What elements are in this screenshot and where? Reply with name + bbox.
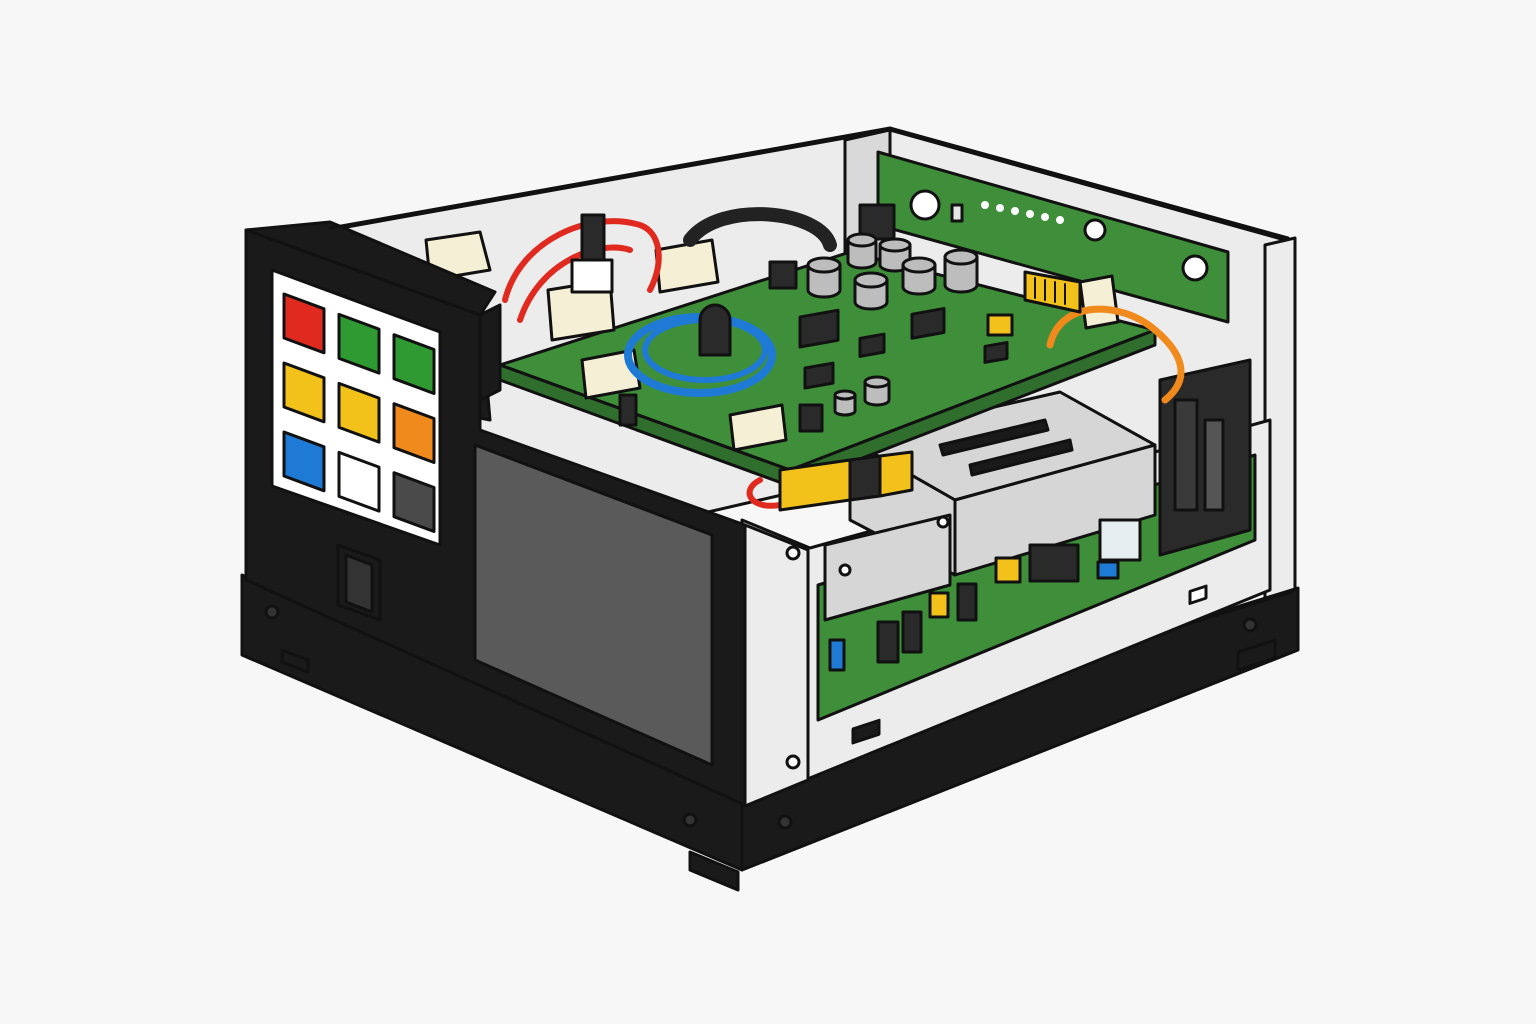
- fan-plug: [580, 213, 606, 267]
- io-port-round-3: [1181, 254, 1209, 282]
- jumper-yellow-2: [878, 450, 914, 498]
- jumper-block: [778, 450, 914, 512]
- yellow-part: [986, 313, 1014, 337]
- keypad: [282, 292, 436, 533]
- display-screen[interactable]: [473, 443, 714, 767]
- front-panel: [244, 220, 747, 807]
- cap-black-2: [901, 610, 923, 654]
- rj45-pins: [1034, 277, 1066, 305]
- power-switch-inner: [344, 553, 374, 614]
- keypad-key[interactable]: [282, 292, 326, 355]
- keypad-key[interactable]: [282, 430, 326, 493]
- cap-yellow-1: [928, 591, 950, 619]
- case-top-rim: [328, 126, 1290, 240]
- rear-stack: [1158, 358, 1252, 557]
- io-board-pcb: [876, 150, 1230, 324]
- base-screws: [264, 604, 1258, 830]
- keypad-key[interactable]: [337, 450, 381, 513]
- keypad-key[interactable]: [392, 402, 436, 464]
- connector-top-right: [1078, 274, 1120, 330]
- side-slot: [851, 718, 881, 745]
- jumper-yellow-1: [778, 458, 852, 512]
- cap-blue-1: [828, 638, 846, 672]
- foot-right: [1236, 638, 1277, 672]
- cable-orange: [1046, 305, 1185, 404]
- cable-red-lower: [746, 477, 783, 509]
- keypad-key[interactable]: [392, 471, 436, 533]
- chip-2: [858, 332, 886, 358]
- rj45-body: [1023, 270, 1082, 314]
- chip-3: [910, 307, 946, 340]
- keypad-key[interactable]: [337, 312, 381, 375]
- io-board: [876, 150, 1230, 324]
- psu-vent-2: [968, 438, 1074, 477]
- small-chip-a: [798, 403, 824, 433]
- io-port-round: [909, 189, 941, 221]
- cap-black-3: [956, 582, 978, 622]
- lower-bay: [816, 390, 1257, 722]
- rj45-connector: [1023, 270, 1082, 314]
- side-screw-top: [785, 545, 801, 561]
- cable-red-1: [502, 218, 662, 303]
- psu-vent-1: [938, 418, 1050, 457]
- cap-black-1: [876, 620, 900, 664]
- chip-1: [798, 308, 840, 349]
- keypad-key[interactable]: [337, 381, 381, 444]
- bracket-screw-b: [936, 515, 950, 529]
- capacitors: [806, 232, 979, 417]
- chip-lower: [1028, 543, 1080, 583]
- bracket-screw-a: [838, 563, 852, 577]
- io-led-row: [981, 201, 1064, 224]
- front-panel-rim: [478, 303, 502, 402]
- connector-board-front: [728, 403, 788, 452]
- bracket-plate: [823, 513, 952, 622]
- side-screw-bottom: [785, 754, 801, 770]
- capacitor: [943, 255, 979, 294]
- connector-top-mid: [654, 238, 720, 294]
- rear-block-2: [1173, 398, 1199, 512]
- io-port-round-2: [1083, 218, 1107, 242]
- rear-block-3: [1203, 418, 1225, 512]
- chip-6: [768, 260, 798, 290]
- side-vent: [1188, 584, 1208, 605]
- front-panel-top: [244, 220, 497, 317]
- capacitor: [806, 263, 842, 299]
- foot-front: [688, 850, 740, 892]
- keypad-key[interactable]: [392, 333, 436, 395]
- cap-blue-2: [1096, 560, 1120, 580]
- capacitor: [846, 238, 878, 270]
- small-chip-b: [618, 393, 638, 427]
- jumper-black: [848, 454, 882, 502]
- io-port-slot: [950, 203, 964, 223]
- cable-black: [683, 207, 837, 252]
- fan-knob: [698, 303, 732, 357]
- cap-yellow-2: [994, 556, 1022, 584]
- foot-front-left: [280, 648, 310, 674]
- chip-5: [803, 361, 835, 390]
- fan-connector: [570, 213, 732, 357]
- keypad-key[interactable]: [282, 361, 326, 424]
- fan-plug-white: [570, 258, 614, 294]
- chip-4: [983, 340, 1009, 364]
- heatsink-lower: [1098, 518, 1142, 562]
